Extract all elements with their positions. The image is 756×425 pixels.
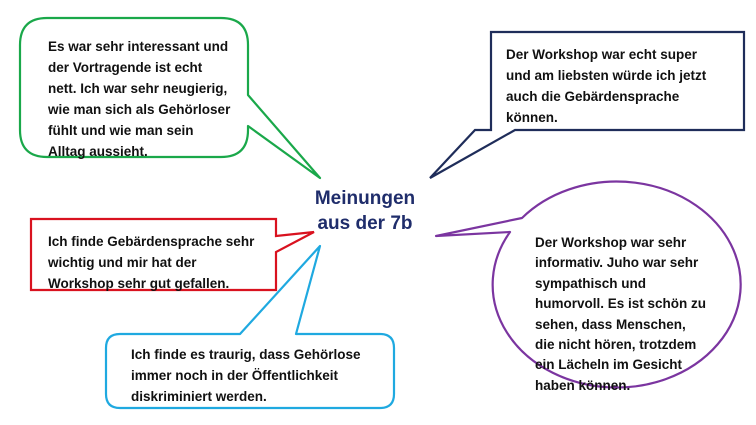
- speech-bubble-blue: [104, 244, 396, 410]
- comment-navy: Der Workshop war echt super und am liebs…: [506, 47, 707, 125]
- speech-bubble-green: [18, 16, 322, 180]
- speech-bubble-purple: [434, 180, 742, 389]
- comment-purple: Der Workshop war sehr informativ. Juho w…: [535, 235, 707, 393]
- comment-red: Ich finde Gebärdensprache sehr wichtig u…: [48, 234, 255, 291]
- speech-bubble-red: [29, 217, 315, 292]
- comment-green: Es war sehr interessant und der Vortrage…: [48, 39, 231, 159]
- comment-blue: Ich finde es traurig, dass Gehörlose imm…: [131, 347, 361, 404]
- speech-bubble-navy: [429, 30, 746, 179]
- center-title: Meinungen aus der 7b: [314, 188, 416, 234]
